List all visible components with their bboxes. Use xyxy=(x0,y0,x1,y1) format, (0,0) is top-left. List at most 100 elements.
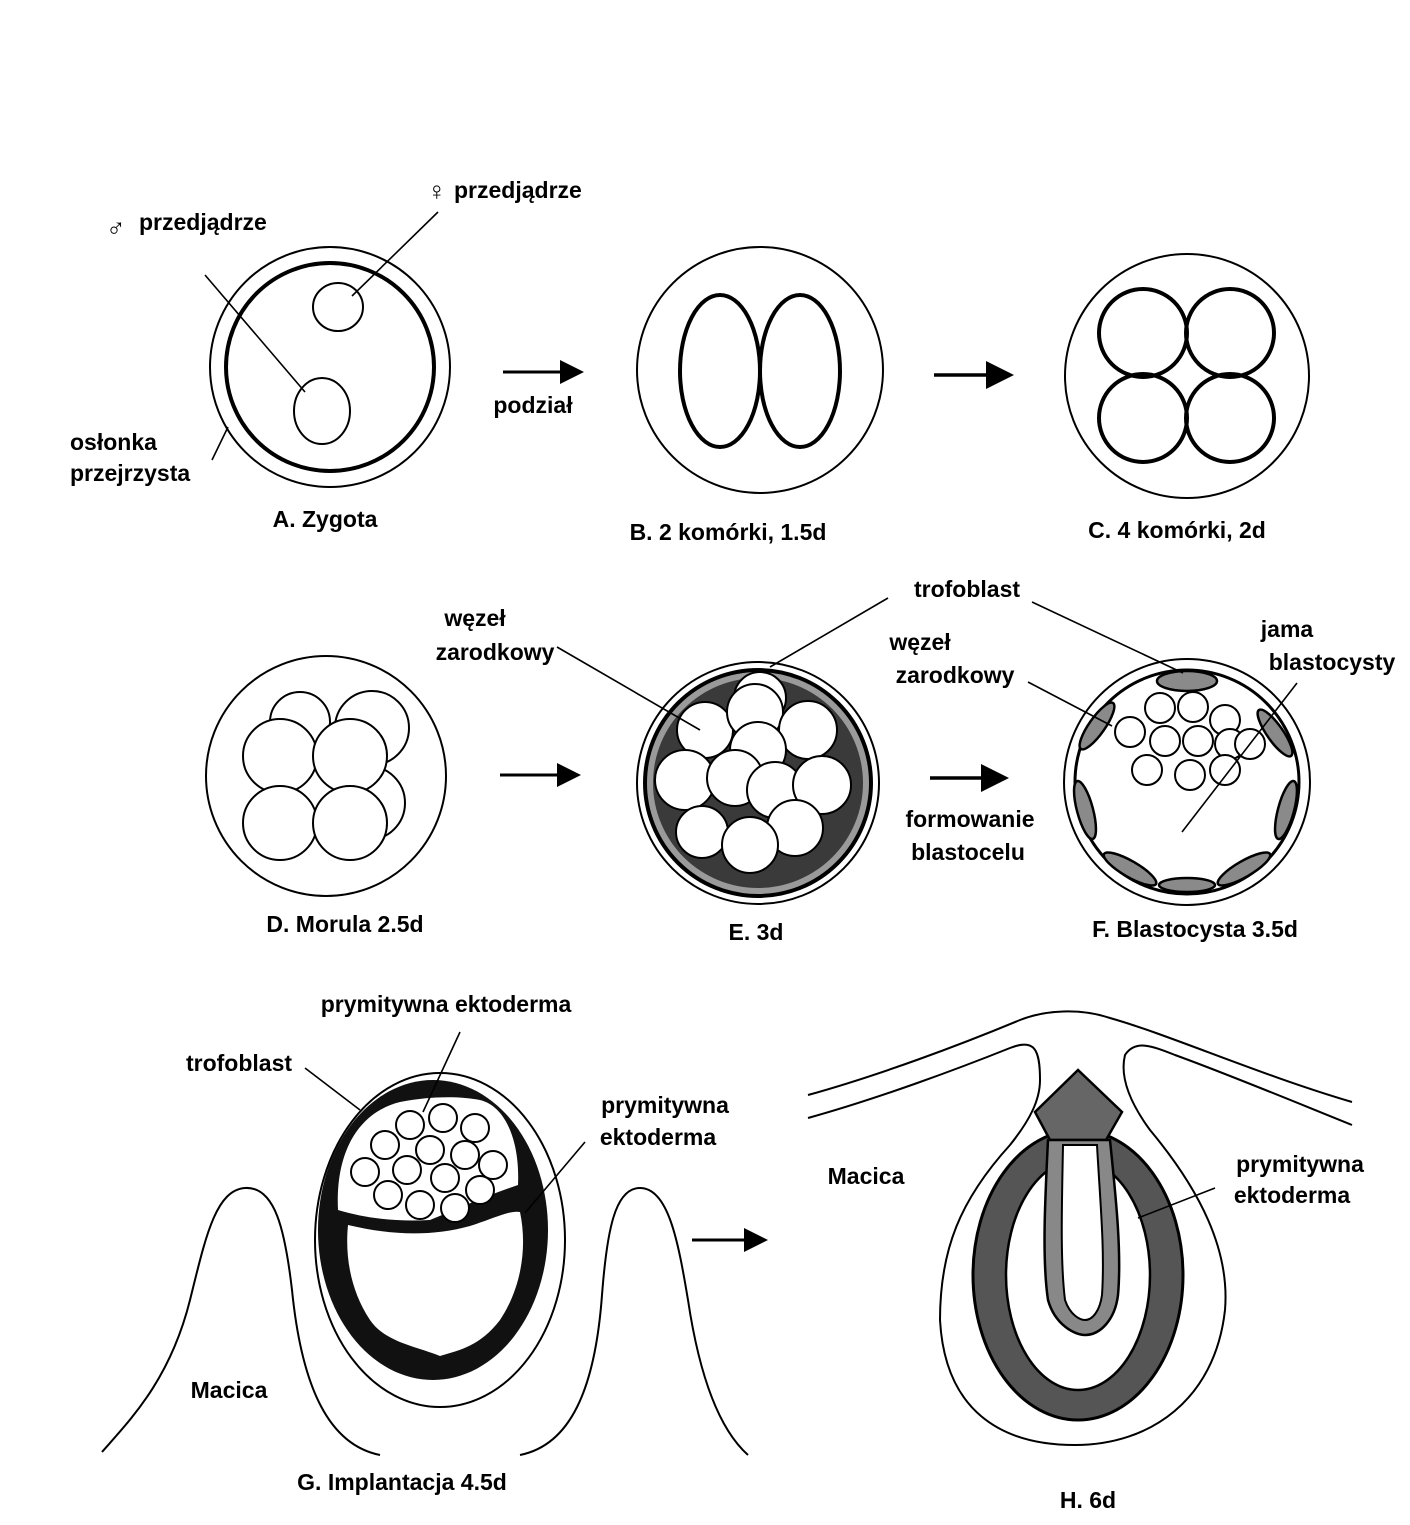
blastocoel-label-line1: formowanie xyxy=(905,806,1034,832)
zona-pellucida xyxy=(205,655,447,897)
icm-cell xyxy=(1174,759,1206,791)
blastomere xyxy=(242,718,318,794)
panel-h-caption: H. 6d xyxy=(1060,1487,1116,1513)
blastocoel-label-line2: blastocelu xyxy=(911,839,1025,865)
blastomere xyxy=(242,785,318,861)
icm-cell xyxy=(792,755,852,815)
primitive-ecto-label-line1: prymitywna xyxy=(1236,1151,1364,1177)
blastomere-right xyxy=(758,293,842,449)
female-pronucleus-leader xyxy=(351,211,439,297)
icm-cell xyxy=(370,1130,400,1160)
zona-pellucida xyxy=(1063,658,1311,906)
cavity-label-line1: jama xyxy=(1260,616,1314,642)
icm-cell xyxy=(415,1135,445,1165)
division-label: podział xyxy=(493,392,573,418)
proamniotic-cavity xyxy=(1060,1144,1104,1322)
arrow-blastocoel-formation: formowanie blastocelu xyxy=(905,764,1035,865)
panel-c-4-cells: C. 4 komórki, 2d xyxy=(1064,253,1310,543)
zona-pellucida xyxy=(1064,253,1310,499)
panel-d-caption: D. Morula 2.5d xyxy=(266,911,423,937)
panel-a-zygote: ♂ przedjądrze ♀ przedjądrze osłonka prze… xyxy=(70,176,582,532)
uterus-label: Macica xyxy=(191,1377,268,1403)
panel-g-caption: G. Implantacja 4.5d xyxy=(297,1469,507,1495)
primitive-ecto-label-line2: ektoderma xyxy=(600,1124,717,1150)
ecto-right-leader xyxy=(524,1141,586,1214)
blastocoel-cavity xyxy=(347,1211,524,1356)
panel-c-caption: C. 4 komórki, 2d xyxy=(1088,517,1266,543)
icm-cell xyxy=(405,1190,435,1220)
icm-cell xyxy=(721,816,779,874)
female-pronucleus xyxy=(312,282,364,332)
icm-cell xyxy=(654,749,716,811)
trophoblast-cell xyxy=(1078,701,1116,751)
icm-label-line1: węzeł xyxy=(443,605,506,631)
icm-cell xyxy=(350,1157,380,1187)
icm-cell xyxy=(1144,692,1176,724)
icm-cell xyxy=(460,1113,490,1143)
outer-membrane xyxy=(314,1072,566,1408)
icm-cell xyxy=(1149,725,1181,757)
primitive-ecto-label-line2: ektoderma xyxy=(1234,1182,1351,1208)
zona-label-line1: osłonka xyxy=(70,429,157,455)
panel-f-caption: F. Blastocysta 3.5d xyxy=(1092,916,1298,942)
uterus-left-fold xyxy=(101,1186,381,1456)
icm-cell xyxy=(465,1175,495,1205)
icm-cell xyxy=(1182,725,1214,757)
trophoblast-leader xyxy=(1031,601,1184,674)
trophoblast-cell xyxy=(1216,851,1272,887)
trophoblast-label: trofoblast xyxy=(186,1050,292,1076)
cavity-leader xyxy=(1181,682,1298,833)
blastomere xyxy=(312,785,388,861)
panel-g-implantation: prymitywna ektoderma trofoblast prymityw… xyxy=(101,991,749,1495)
trophoblast-label: trofoblast xyxy=(914,576,1020,602)
male-symbol: ♂ xyxy=(106,212,126,242)
icm-cell xyxy=(1131,754,1163,786)
icm-label-line2: zarodkowy xyxy=(896,662,1015,688)
icm-cell xyxy=(392,1155,422,1185)
icm-cell xyxy=(430,1163,460,1193)
zygote-membrane xyxy=(224,261,436,473)
trophoblast-cell xyxy=(1102,851,1158,887)
primitive-ecto-top-label: prymitywna ektoderma xyxy=(321,991,572,1017)
trophoblast-cell xyxy=(1155,669,1219,693)
trophoblast-cell xyxy=(1256,708,1294,758)
panel-d-morula: D. Morula 2.5d xyxy=(205,655,447,937)
trophoblast-leader xyxy=(304,1067,361,1111)
trophoblast-leader xyxy=(769,597,889,668)
icm-cell xyxy=(373,1180,403,1210)
blastomere-3 xyxy=(1097,372,1189,464)
zona-label-line2: przejrzysta xyxy=(70,460,190,486)
icm-label-line1: węzeł xyxy=(888,629,951,655)
icm-cell xyxy=(1177,691,1209,723)
panel-e-3d: węzeł zarodkowy trofoblast E. 3d xyxy=(436,576,1021,945)
icm-cell xyxy=(778,700,838,760)
panel-f-blastocyst: węzeł zarodkowy jama blastocysty F. Blas… xyxy=(888,601,1396,942)
male-pronucleus-leader xyxy=(204,274,306,393)
male-pronucleus-label: przedjądrze xyxy=(139,209,267,235)
uterus-right-fold xyxy=(519,1186,749,1456)
panel-h-6d: Macica prymitywna ektoderma H. 6d xyxy=(807,1010,1364,1513)
icm-cell xyxy=(1114,716,1146,748)
zona-pellucida xyxy=(636,661,880,905)
icm-leader xyxy=(556,646,701,731)
primitive-ecto-label-line1: prymitywna xyxy=(601,1092,729,1118)
uterus-lumen-wall xyxy=(807,1043,1353,1447)
blastomere-2 xyxy=(1184,287,1276,379)
trophoblast-cell xyxy=(1273,779,1299,841)
icm-cell xyxy=(478,1150,508,1180)
panel-b-2-cells: B. 2 komórki, 1.5d xyxy=(630,246,884,545)
panel-a-caption: A. Zygota xyxy=(273,506,378,532)
blastomere xyxy=(312,718,388,794)
trophoblast-cell xyxy=(1157,876,1217,894)
icm-cell xyxy=(1209,754,1241,786)
ecto-leader xyxy=(1137,1187,1216,1219)
arrow-division: podział xyxy=(493,360,584,418)
icm-cell xyxy=(440,1193,470,1223)
zona-pellucida xyxy=(209,246,451,488)
cavity-label-line2: blastocysty xyxy=(1269,649,1396,675)
zona-pellucida xyxy=(636,246,884,494)
icm-leader xyxy=(1027,681,1113,727)
trophoblast-cell xyxy=(1072,779,1098,841)
panel-b-caption: B. 2 komórki, 1.5d xyxy=(630,519,827,545)
